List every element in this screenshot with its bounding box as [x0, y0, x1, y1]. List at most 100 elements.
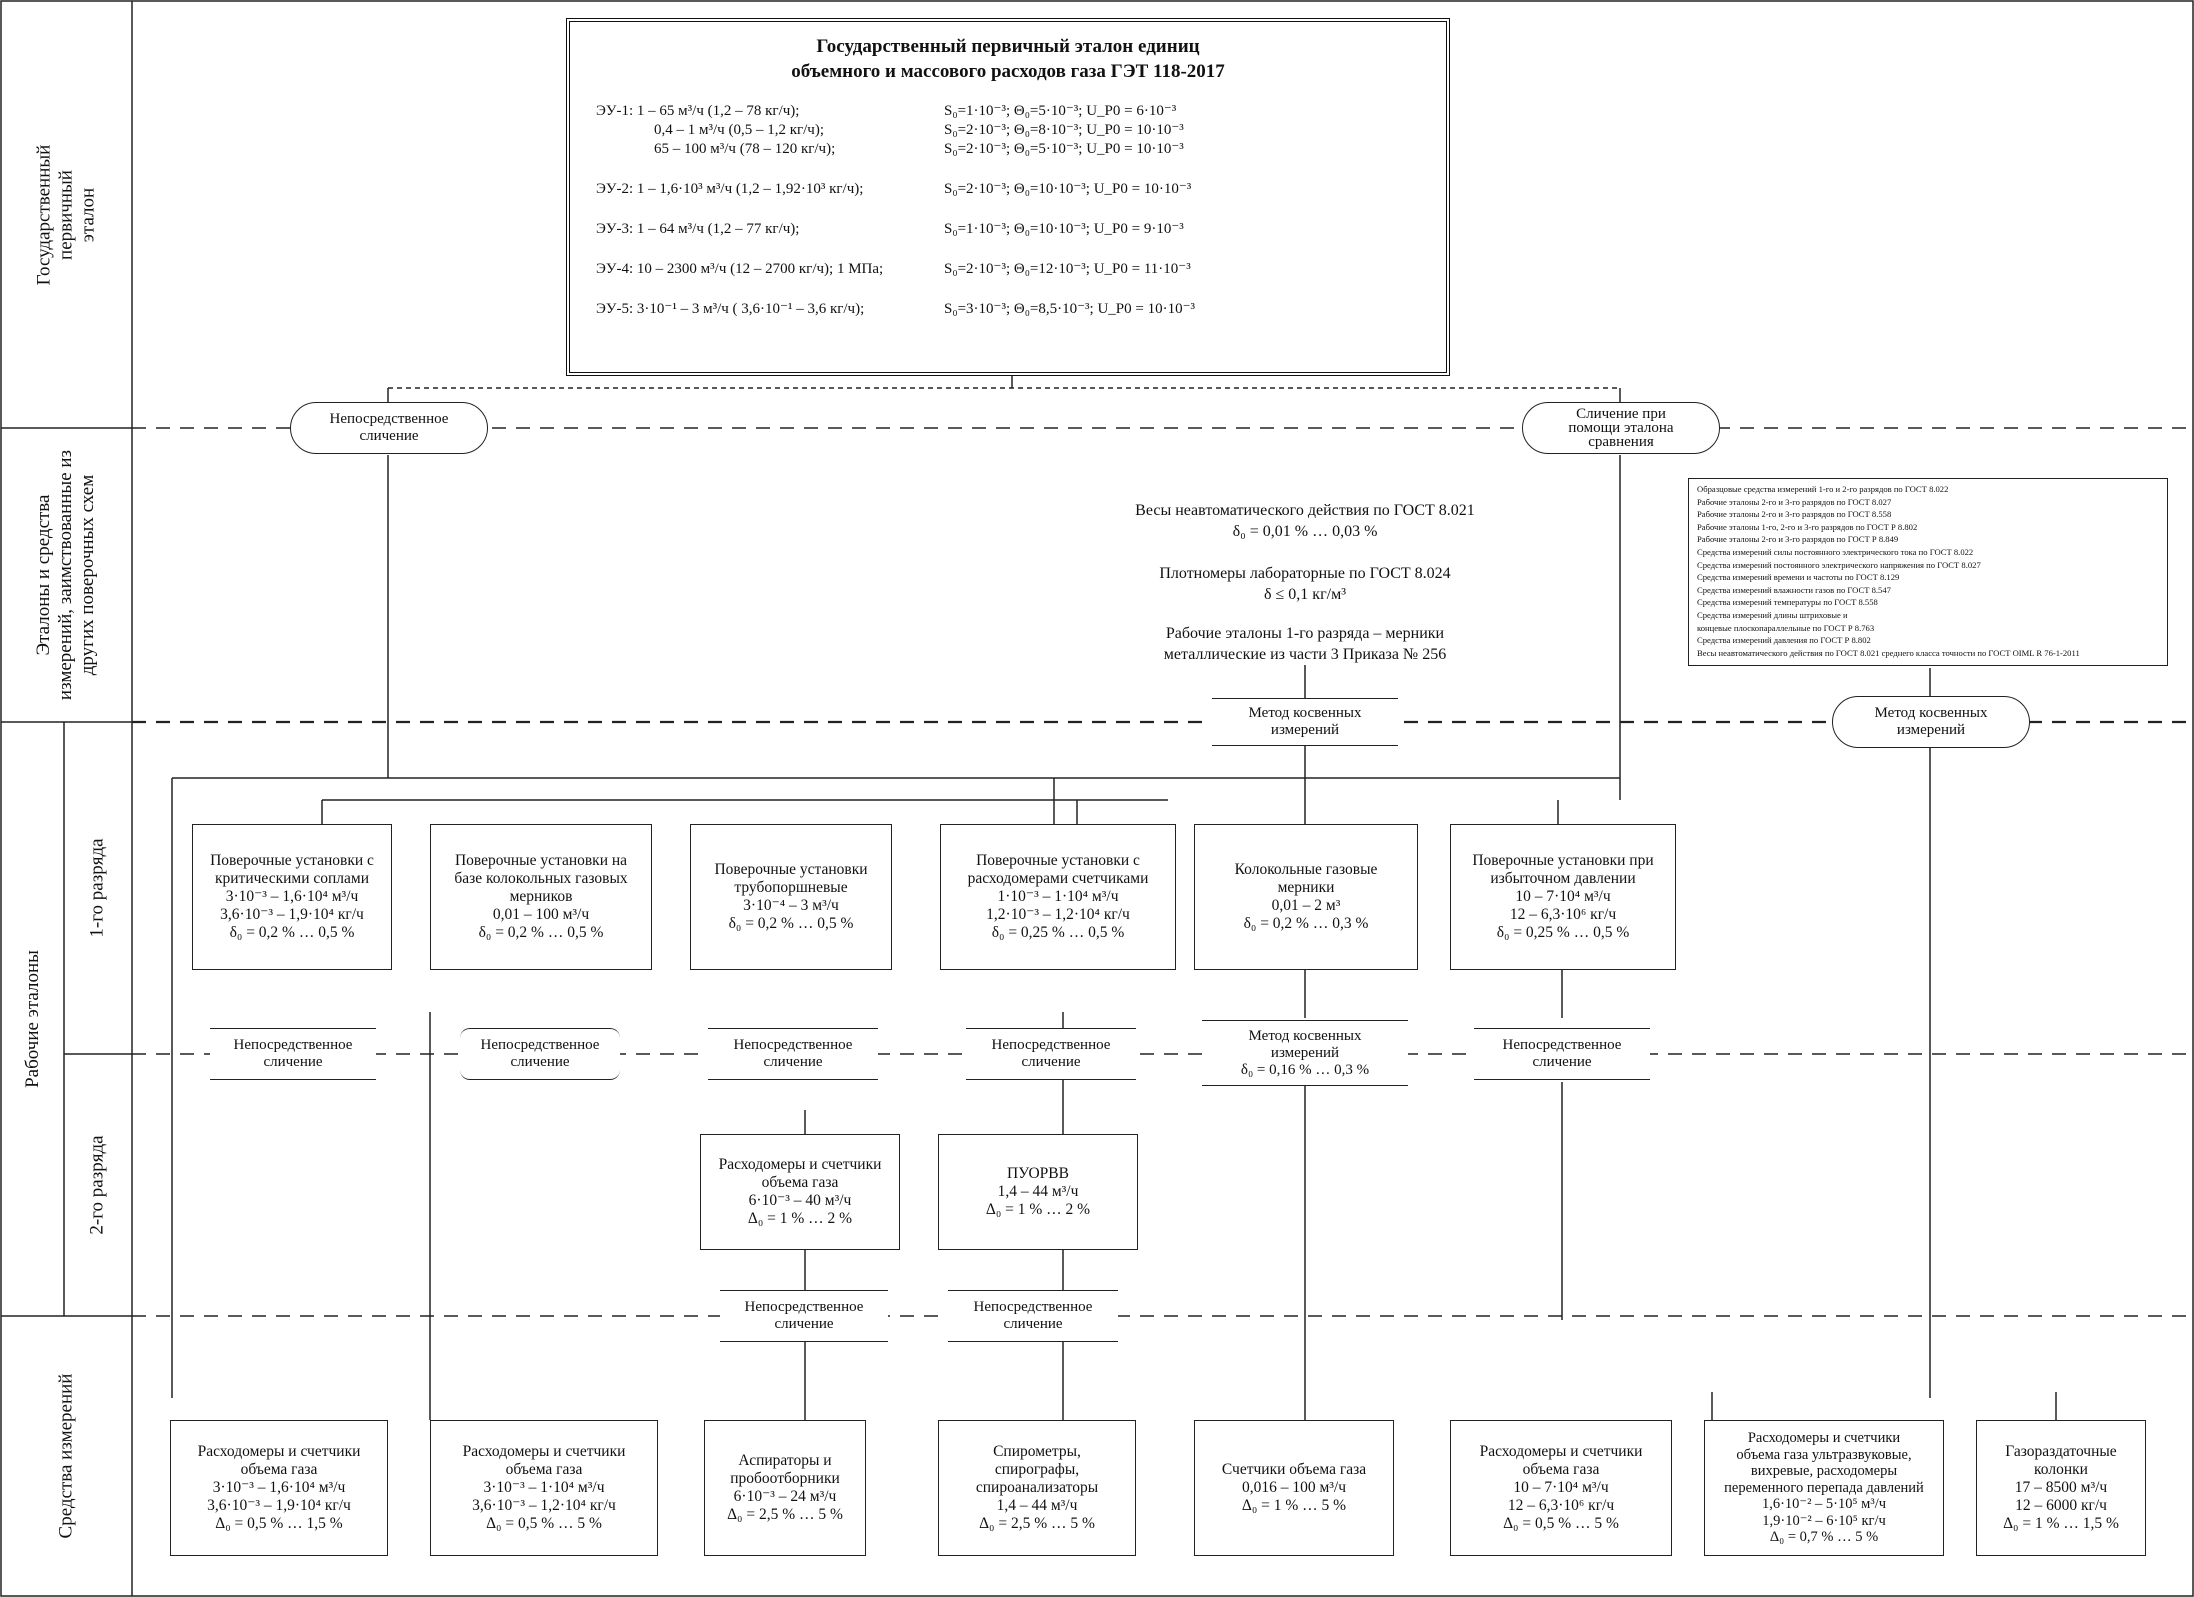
box-text: Поверочные установки с: [976, 852, 1140, 869]
legend-line: Средства измерений постоянного электриче…: [1697, 559, 1981, 570]
box-text: Δ₀ = 0,7 % … 5 %: [1769, 1529, 1879, 1546]
primary-accuracy-row: S₀=2·10⁻³; Θ₀=5·10⁻³; U_P0 = 10·10⁻³: [944, 141, 1184, 157]
method-label: сличение: [359, 428, 419, 444]
box-text: мерников: [509, 888, 573, 905]
primary-standard-title-line: Государственный первичный эталон единиц: [816, 36, 1200, 57]
box-text: Колокольные газовые: [1234, 861, 1378, 878]
box-text: Поверочные установки: [714, 861, 868, 878]
box-text: 6·10⁻³ – 24 м³/ч: [733, 1488, 837, 1505]
primary-accuracy-row: S₀=1·10⁻³; Θ₀=10·10⁻³; U_P0 = 9·10⁻³: [944, 221, 1184, 237]
method-direct-comparison: Непосредственное сличение: [708, 1028, 878, 1080]
borrowed-scales: Весы неавтоматического действия по ГОСТ …: [1080, 500, 1530, 542]
method-label: измерений: [1270, 722, 1340, 738]
box-text: критическими соплами: [214, 870, 370, 887]
borrowed-measures: Рабочие эталоны 1-го разряда – мерники м…: [1080, 623, 1530, 665]
box-text: δ₀ = 0,2 % … 0,3 %: [1243, 915, 1369, 932]
legend-line: Рабочие эталоны 2-го и 3-го разрядов по …: [1697, 509, 1892, 520]
box-text: объема газа: [1522, 1461, 1600, 1478]
instrument-box-flowmeters-1: Расходомеры и счетчики объема газа 3·10⁻…: [170, 1420, 388, 1556]
box-text: Расходомеры и счетчики: [462, 1443, 626, 1460]
side-label-rank1-text: 1-го разряда: [87, 838, 108, 938]
borrowed-legend-box: Образцовые средства измерений 1-го и 2-г…: [1688, 478, 2168, 666]
rank2-box-puorvv: ПУОРВВ 1,4 – 44 м³/ч Δ₀ = 1 % … 2 %: [938, 1134, 1138, 1250]
box-text: 0,01 – 100 м³/ч: [492, 906, 590, 923]
method-label: сличение: [1532, 1054, 1592, 1070]
instrument-box-spirometers: Спирометры, спирографы, спироанализаторы…: [938, 1420, 1136, 1556]
method-label: сличение: [510, 1054, 570, 1070]
primary-accuracy-row: S₀=2·10⁻³; Θ₀=10·10⁻³; U_P0 = 10·10⁻³: [944, 181, 1192, 197]
side-label-borrowed: Эталоны и средства измерений, заимствова…: [1, 428, 132, 722]
box-text: 1,2·10⁻³ – 1,2·10⁴ кг/ч: [986, 906, 1130, 923]
box-text: объема газа: [761, 1174, 839, 1191]
legend-line: Рабочие эталоны 1-го, 2-го и 3-го разряд…: [1697, 521, 1918, 532]
rank1-box-critical-nozzles: Поверочные установки с критическими сопл…: [192, 824, 392, 970]
box-text: 12 – 6,3·10⁶ кг/ч: [1507, 1497, 1615, 1514]
method-direct-comparison: Непосредственное сличение: [210, 1028, 376, 1080]
legend-line: Рабочие эталоны 2-го и 3-го разрядов по …: [1697, 496, 1892, 507]
borrowed-text: Весы неавтоматического действия по ГОСТ …: [1135, 502, 1475, 519]
side-label-primary: Государственный первичный эталон: [1, 1, 132, 428]
box-text: объема газа: [505, 1461, 583, 1478]
box-text: 3·10⁻³ – 1,6·10⁴ м³/ч: [212, 1479, 346, 1496]
side-label-working: Рабочие эталоны: [1, 722, 64, 1316]
instrument-box-gas-meters: Счетчики объема газа 0,016 – 100 м³/ч Δ₀…: [1194, 1420, 1394, 1556]
box-text: Δ₀ = 1 % … 2 %: [747, 1210, 853, 1227]
box-text: Δ₀ = 0,5 % … 1,5 %: [215, 1515, 343, 1532]
side-label-rank2: 2-го разряда: [64, 1054, 132, 1316]
method-label: сличение: [263, 1054, 323, 1070]
box-text: 3,6·10⁻³ – 1,2·10⁴ кг/ч: [472, 1497, 616, 1514]
borrowed-text: δ ≤ 0,1 кг/м³: [1263, 586, 1347, 603]
box-text: спироанализаторы: [975, 1479, 1099, 1496]
legend-line: Средства измерений силы постоянного элек…: [1697, 546, 1974, 557]
box-text: 3,6·10⁻³ – 1,9·10⁴ кг/ч: [207, 1497, 351, 1514]
primary-standard-box: Государственный первичный эталон единиц …: [566, 18, 1450, 376]
rank1-box-bell-meters: Колокольные газовые мерники 0,01 – 2 м³ …: [1194, 824, 1418, 970]
side-label-instruments: Средства измерений: [1, 1316, 132, 1596]
legend-line: Рабочие эталоны 2-го и 3-го разрядов по …: [1697, 534, 1899, 545]
box-text: Расходомеры и счетчики: [1479, 1443, 1643, 1460]
legend-line: Средства измерений температуры по ГОСТ 8…: [1697, 597, 1878, 608]
box-text: Спирометры,: [993, 1443, 1081, 1460]
method-accuracy: δ₀ = 0,16 % … 0,3 %: [1240, 1061, 1370, 1078]
side-label-borrowed-text: Эталоны и средства измерений, заимствова…: [34, 450, 100, 700]
method-label: Непосредственное: [744, 1299, 864, 1315]
method-label: сличение: [1003, 1316, 1063, 1332]
box-text: спирографы,: [994, 1461, 1080, 1478]
box-text: Δ₀ = 2,5 % … 5 %: [727, 1506, 843, 1523]
box-text: Поверочные установки при: [1472, 852, 1654, 869]
box-text: Расходомеры и счетчики: [197, 1443, 361, 1460]
legend-line: Средства измерений влажности газов по ГО…: [1697, 584, 1891, 595]
primary-range-row: ЭУ-1: 1 – 65 м³/ч (1,2 – 78 кг/ч);: [596, 103, 800, 119]
method-direct-comparison: Непосредственное сличение: [720, 1290, 888, 1342]
instrument-box-flowmeters-3: Расходомеры и счетчики объема газа 10 – …: [1450, 1420, 1672, 1556]
method-label: сличение: [774, 1316, 834, 1332]
box-text: Δ₀ = 0,5 % … 5 %: [1503, 1515, 1619, 1532]
box-text: 10 – 7·10⁴ м³/ч: [1513, 1479, 1609, 1496]
box-text: 3,6·10⁻³ – 1,9·10⁴ кг/ч: [220, 906, 364, 923]
box-text: 1,6·10⁻² – 5·10⁵ м³/ч: [1761, 1496, 1887, 1513]
box-text: трубопоршневые: [734, 879, 848, 896]
legend-line: Весы неавтоматического действия по ГОСТ …: [1697, 647, 2080, 658]
method-direct-comparison: Непосредственное сличение: [1474, 1028, 1650, 1080]
box-text: Δ₀ = 2,5 % … 5 %: [979, 1515, 1095, 1532]
method-label: измерений: [1270, 1044, 1340, 1061]
rank1-box-piston-provers: Поверочные установки трубопоршневые 3·10…: [690, 824, 892, 970]
primary-accuracy-row: S₀=2·10⁻³; Θ₀=8·10⁻³; U_P0 = 10·10⁻³: [944, 122, 1184, 138]
box-text: 6·10⁻³ – 40 м³/ч: [748, 1192, 852, 1209]
method-label: Непосредственное: [329, 411, 449, 427]
box-text: 3·10⁻³ – 1,6·10⁴ м³/ч: [225, 888, 359, 905]
box-text: Аспираторы и: [738, 1452, 832, 1469]
method-label: Непосредственное: [1502, 1037, 1622, 1053]
primary-accuracy-row: S₀=3·10⁻³; Θ₀=8,5·10⁻³; U_P0 = 10·10⁻³: [944, 301, 1196, 317]
method-label: сличение: [1021, 1054, 1081, 1070]
box-text: колонки: [2034, 1461, 2088, 1478]
instrument-box-fuel-dispensers: Газораздаточные колонки 17 – 8500 м³/ч 1…: [1976, 1420, 2146, 1556]
box-text: 10 – 7·10⁴ м³/ч: [1515, 888, 1611, 905]
method-label: сличение: [763, 1054, 823, 1070]
primary-accuracy-row: S₀=1·10⁻³; Θ₀=5·10⁻³; U_P0 = 6·10⁻³: [944, 103, 1177, 119]
primary-range-row: 65 – 100 м³/ч (78 – 120 кг/ч);: [654, 141, 836, 157]
box-text: Δ₀ = 1 % … 2 %: [985, 1201, 1091, 1218]
box-text: 17 – 8500 м³/ч: [2014, 1479, 2108, 1496]
instrument-box-ultrasonic: Расходомеры и счетчики объема газа ультр…: [1704, 1420, 1944, 1556]
method-label: Непосредственное: [233, 1037, 353, 1053]
